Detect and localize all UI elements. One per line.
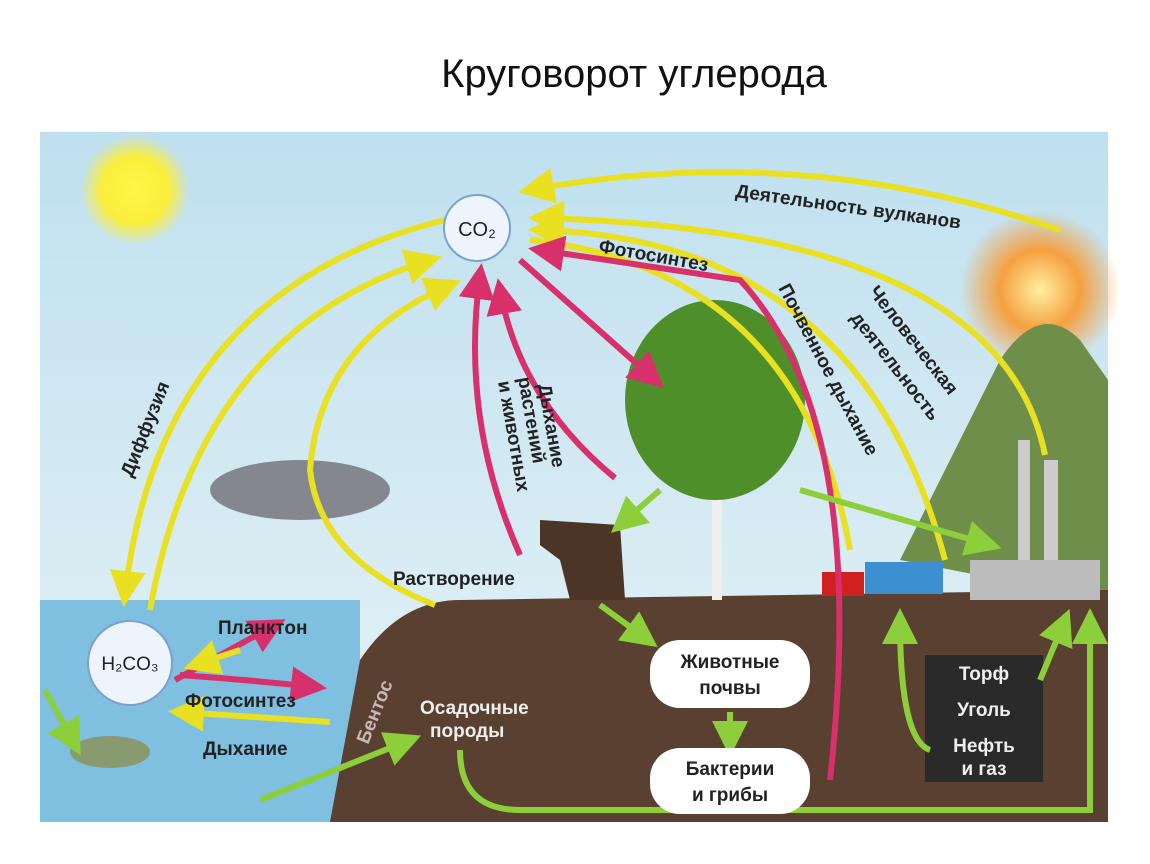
label-water-respiration: Дыхание xyxy=(203,739,288,760)
fossil-peat: Торф xyxy=(959,664,1009,685)
soil-animals-line1: Животные xyxy=(680,652,780,673)
rain-cloud xyxy=(210,460,390,520)
label-water-photosynthesis: Фотосинтез xyxy=(185,691,296,712)
soil-animals-node: Животные почвы xyxy=(650,640,810,708)
co2-node: CO₂ xyxy=(443,194,511,262)
moose xyxy=(540,520,625,600)
sun-icon xyxy=(80,135,190,245)
co2-label: CO₂ xyxy=(458,219,496,241)
truck xyxy=(865,562,943,594)
fossil-layers xyxy=(925,655,1043,782)
bacteria-node: Бактерии и грибы xyxy=(650,748,810,814)
h2co3-label: H₂CO₃ xyxy=(101,654,158,675)
tree-trunk xyxy=(712,420,722,600)
label-dissolution: Растворение xyxy=(393,569,515,590)
h2co3-node: H₂CO₃ xyxy=(87,620,173,706)
arrows xyxy=(42,167,1108,813)
soil-animals-line2: почвы xyxy=(699,678,761,699)
label-sediments-1: Осадочные xyxy=(420,698,529,719)
eruption xyxy=(960,210,1120,370)
factory xyxy=(970,560,1100,600)
bacteria-line2: и грибы xyxy=(692,785,768,806)
fossil-oil: Нефть xyxy=(953,736,1015,757)
diagram-title: Круговорот углерода xyxy=(441,52,827,96)
fossil-coal: Уголь xyxy=(957,700,1011,721)
label-sediments-2: породы xyxy=(430,721,504,742)
fossil-gas: и газ xyxy=(961,759,1006,780)
bacteria-line1: Бактерии xyxy=(686,759,775,780)
fish xyxy=(70,736,150,768)
label-plankton: Планктон xyxy=(218,618,307,639)
